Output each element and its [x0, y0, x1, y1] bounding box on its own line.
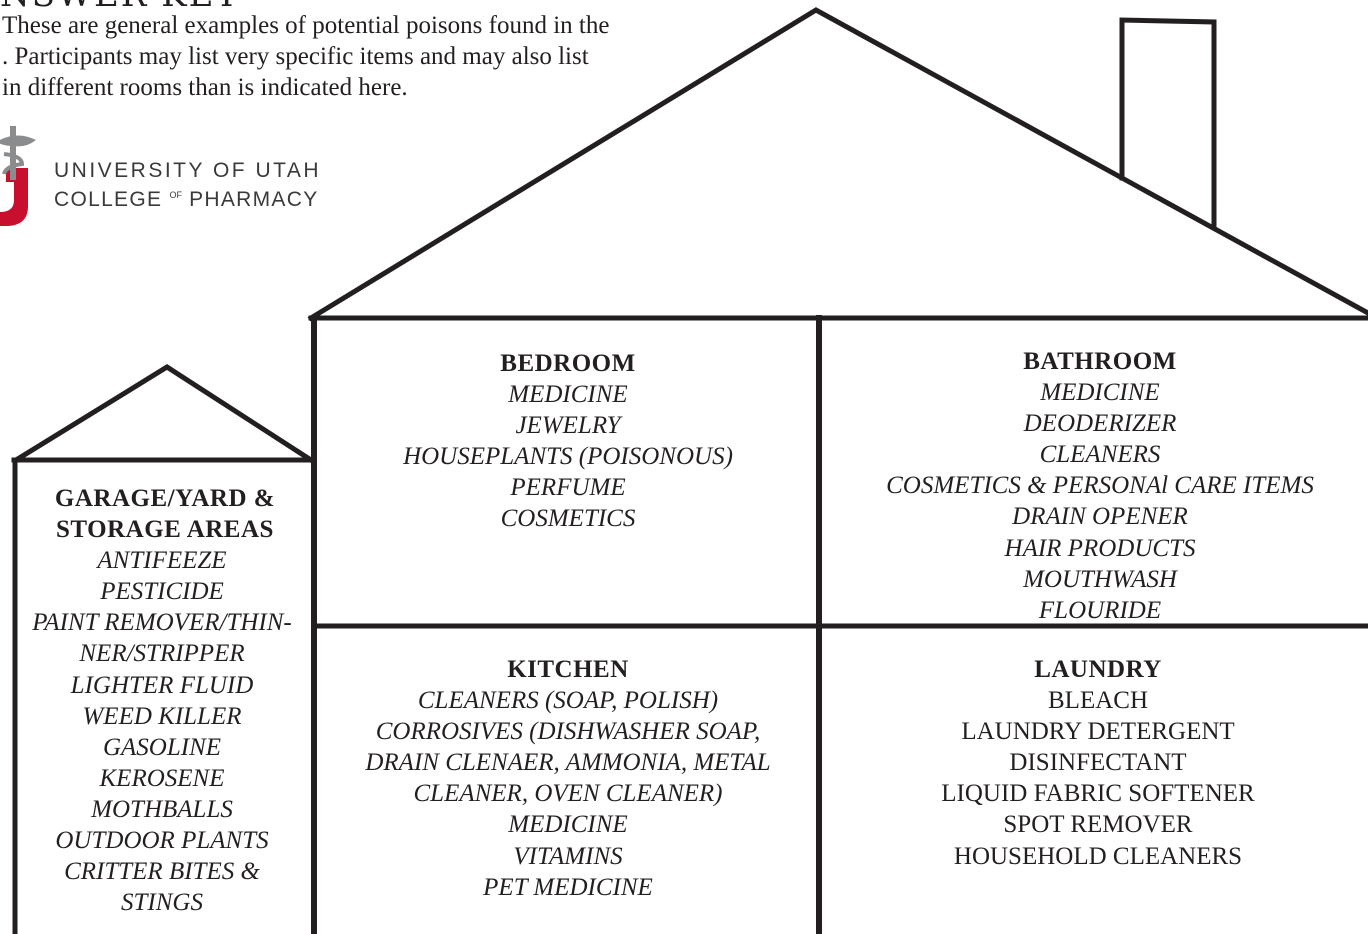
list-item: HOUSEHOLD CLEANERS	[953, 842, 1243, 870]
kitchen-item-list: CLEANERS (SOAP, POLISH) CORROSIVES (DISH…	[318, 685, 818, 903]
list-item: LAUNDRY DETERGENT	[961, 718, 1235, 746]
list-item: DEODERIZER	[1023, 410, 1177, 438]
room-laundry: LAUNDRY BLEACH LAUNDRY DETERGENT DISINFE…	[822, 654, 1368, 872]
answer-key-heading: NSWER KEY	[0, 0, 240, 12]
laundry-item-list: BLEACH LAUNDRY DETERGENT DISINFECTANT LI…	[822, 685, 1368, 872]
list-item: CORROSIVES (DISHWASHER SOAP,	[375, 718, 761, 746]
list-item: HOUSEPLANTS (POISONOUS)	[403, 443, 733, 471]
list-item: ANTIFEEZE	[97, 547, 227, 575]
list-item: LIQUID FABRIC SOFTENER	[941, 780, 1255, 808]
logo-university-name: UNIVERSITY OF UTAH	[54, 159, 322, 182]
list-item: MOUTHWASH	[1023, 565, 1177, 593]
room-garage-yard: GARAGE/YARD & STORAGE AREAS ANTIFEEZE PE…	[14, 483, 316, 918]
list-item: DRAIN CLENAER, AMMONIA, METAL	[365, 749, 771, 777]
list-item: PAINT REMOVER/THIN-	[32, 609, 292, 637]
list-item: SPOT REMOVER	[1003, 811, 1193, 839]
laundry-title: LAUNDRY	[1034, 656, 1162, 683]
list-item: PESTICIDE	[100, 578, 224, 606]
list-item: LIGHTER FLUID	[70, 671, 254, 699]
chimney	[1119, 17, 1217, 229]
garage-title-line: STORAGE AREAS	[56, 516, 274, 544]
garage-title-line: GARAGE/YARD &	[54, 485, 276, 512]
list-item: KEROSENE	[99, 764, 225, 792]
kitchen-title: KITCHEN	[507, 656, 629, 683]
list-item: COSMETICS & PERSONAl CARE ITEMS	[886, 472, 1314, 500]
list-item: CLEANERS	[1039, 441, 1161, 469]
list-item: CRITTER BITES &	[64, 858, 260, 886]
university-logo-icon	[0, 126, 36, 226]
logo-caduceus-coil	[2, 152, 25, 175]
intro-line: These are general examples of potential …	[2, 12, 610, 39]
list-item: OUTDOOR PLANTS	[55, 827, 269, 855]
garage-item-list: ANTIFEEZE PESTICIDE PAINT REMOVER/THIN- …	[14, 545, 316, 918]
list-item: NER/STRIPPER	[79, 640, 245, 668]
list-item: JEWELRY	[515, 412, 621, 440]
list-item: PET MEDICINE	[483, 873, 653, 901]
room-bedroom: BEDROOM MEDICINE JEWELRY HOUSEPLANTS (PO…	[318, 348, 818, 535]
bedroom-item-list: MEDICINE JEWELRY HOUSEPLANTS (POISONOUS)…	[318, 379, 818, 534]
list-item: DISINFECTANT	[1009, 749, 1187, 777]
list-item: MEDICINE	[508, 381, 628, 409]
list-item: MEDICINE	[1040, 379, 1160, 407]
list-item: COSMETICS	[500, 505, 636, 533]
bedroom-title: BEDROOM	[500, 350, 636, 377]
room-bathroom: BATHROOM MEDICINE DEODERIZER CLEANERS CO…	[822, 346, 1368, 626]
intro-line: . Participants may list very specific it…	[2, 43, 589, 70]
bathroom-title: BATHROOM	[1023, 348, 1177, 375]
list-item: WEED KILLER	[82, 702, 242, 730]
logo-caduceus-wing	[0, 135, 36, 147]
intro-line: in different rooms than is indicated her…	[2, 74, 408, 101]
garage-roof	[12, 364, 315, 464]
list-item: DRAIN OPENER	[1012, 503, 1188, 531]
list-item: CLEANERS (SOAP, POLISH)	[417, 687, 719, 715]
list-item: MOTHBALLS	[91, 795, 233, 823]
list-item: VITAMINS	[513, 842, 623, 870]
logo-u-shape	[0, 168, 28, 226]
main-roof	[307, 7, 1368, 322]
list-item: CLEANER, OVEN CLEANER)	[413, 780, 723, 808]
list-item: PERFUME	[510, 474, 626, 502]
university-logo-text: UNIVERSITY OF UTAH COLLEGE OF PHARMACY	[54, 158, 321, 212]
list-item: STINGS	[121, 889, 203, 917]
list-item: GASOLINE	[102, 733, 222, 761]
list-item: HAIR PRODUCTS	[1004, 534, 1196, 562]
intro-paragraph: These are general examples of potential …	[2, 10, 722, 103]
list-item: MEDICINE	[508, 811, 628, 839]
logo-college-name: COLLEGE OF PHARMACY	[54, 188, 319, 211]
list-item: FLOURIDE	[1038, 596, 1162, 624]
bathroom-item-list: MEDICINE DEODERIZER CLEANERS COSMETICS &…	[822, 377, 1368, 626]
list-item: BLEACH	[1048, 687, 1148, 715]
room-kitchen: KITCHEN CLEANERS (SOAP, POLISH) CORROSIV…	[318, 654, 818, 903]
